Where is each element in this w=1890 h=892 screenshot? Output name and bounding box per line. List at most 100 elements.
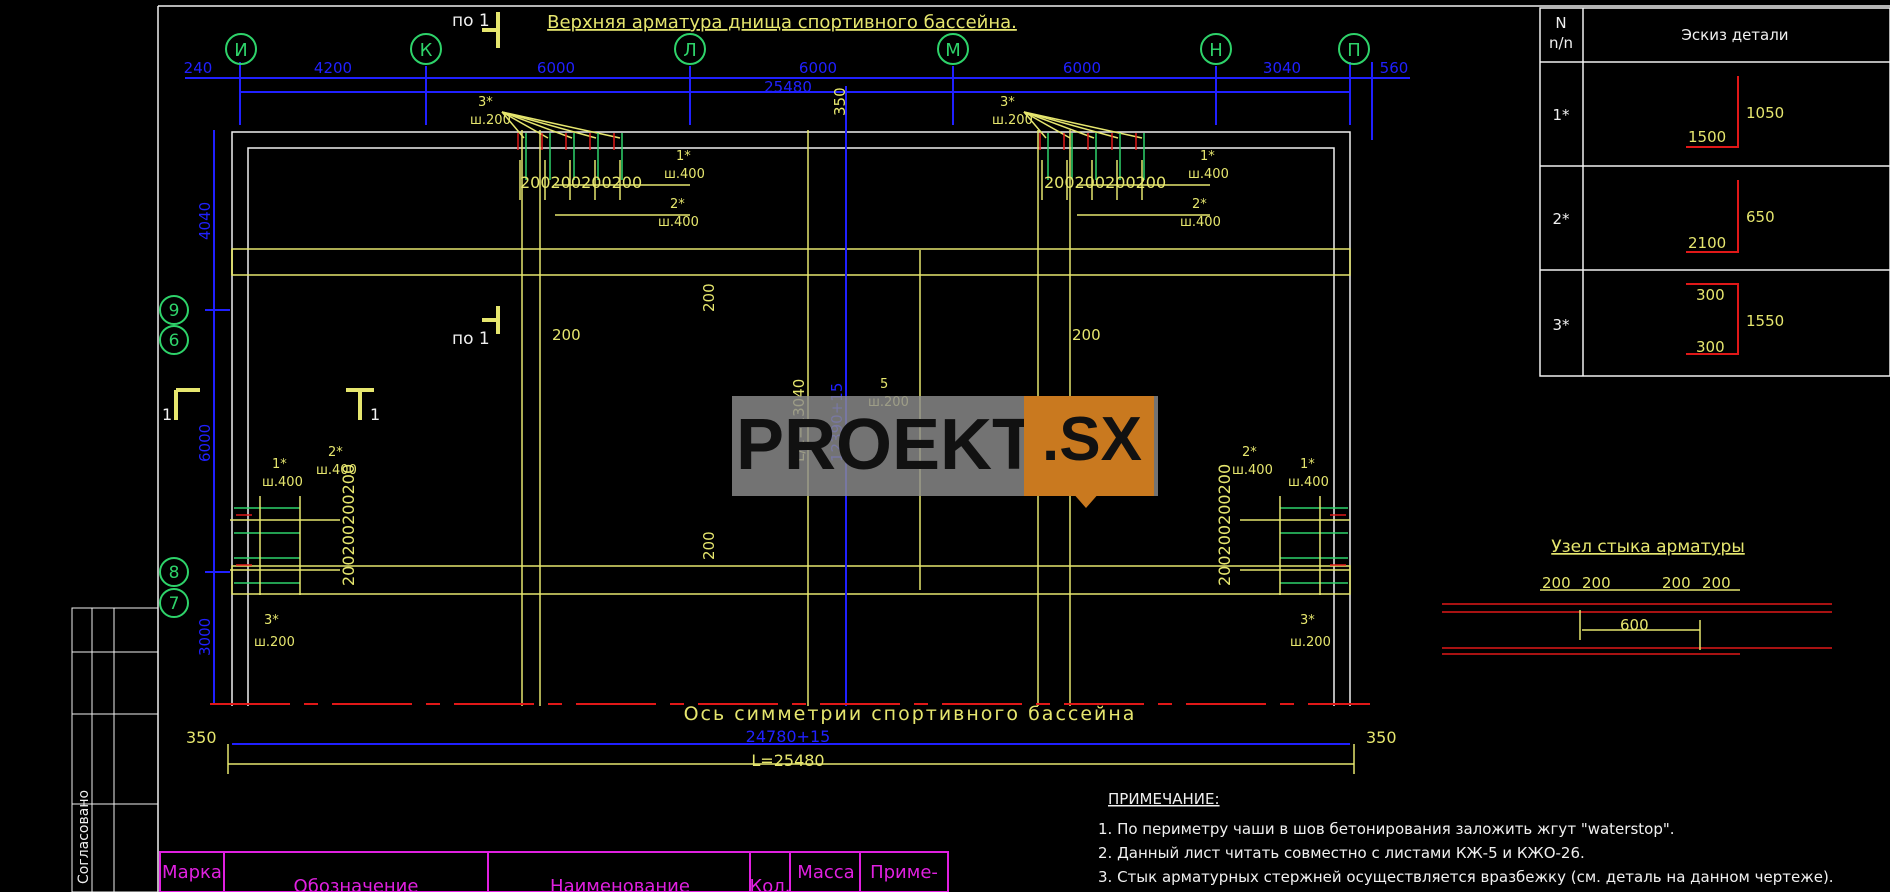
sketch-row-n: 2* [1552, 210, 1570, 228]
rebar-group-right [1240, 496, 1350, 595]
sketch-table-col-sketch: Эскиз детали [1681, 26, 1788, 44]
joint-dim: 200 [1542, 574, 1571, 592]
dim-200-upper: 200 [700, 283, 718, 312]
axis-label-left: 9 [169, 301, 180, 321]
rebar-label-3-top-right: 3* [1000, 95, 1015, 110]
dim-top-6: 3040 [1263, 59, 1301, 77]
joint-dim: 200 [1662, 574, 1691, 592]
stamp-side-label: Согласовано [76, 790, 92, 884]
rebar-group-top-right [1023, 111, 1210, 216]
rebar-label-2-left: 2* [328, 445, 343, 460]
note-item: 3. Стык арматурных стержней осуществляет… [1098, 868, 1834, 886]
sketch-row-dim-a: 300 [1696, 286, 1725, 304]
dim-top-3: 6000 [537, 59, 575, 77]
joint-dim: 200 [1582, 574, 1611, 592]
section-mark-top: по 1 [452, 11, 490, 31]
rebar-label-s200-right: ш.200 [1290, 635, 1331, 650]
joint-lap: 600 [1620, 616, 1649, 634]
watermark: PROEKT .SX [732, 396, 1158, 508]
spec-col-designation: Обозначение [294, 876, 419, 892]
dim-top-4: 6000 [799, 59, 837, 77]
sketch-row-n: 1* [1552, 106, 1570, 124]
dim-bottom-inner: 24780+15 [746, 727, 831, 746]
section-mark-middle: по 1 [452, 329, 490, 349]
dim-total-top: 25480 [764, 78, 812, 96]
sketch-table-col-n2: n/n [1549, 34, 1573, 52]
rebar-label-s400b-right: ш.400 [1288, 475, 1329, 490]
rebar-label-s400b-top-left: ш.400 [658, 215, 699, 230]
dim-top-7: 560 [1380, 59, 1409, 77]
dim-350: 350 [831, 87, 849, 116]
dim-top-5: 6000 [1063, 59, 1101, 77]
axis-label-top: Л [683, 40, 697, 61]
rebar-label-s200-top-right: ш.200 [992, 113, 1033, 128]
rebar-label-1-top-left: 1* [676, 149, 691, 164]
sketch-table-col-n: N [1555, 14, 1566, 32]
rebar-group-left [230, 496, 340, 595]
rebar-group-top-left [501, 111, 690, 216]
dim-left-2: 6000 [196, 424, 214, 462]
sketch-row-dim-b: 1050 [1746, 104, 1784, 122]
basin-outline [231, 131, 1351, 706]
sketch-table [1539, 7, 1890, 377]
dim-top-2: 4200 [314, 59, 352, 77]
spec-col-mark: Марка [162, 862, 222, 883]
axis-label-left: 7 [169, 594, 180, 614]
watermark-text-left: PROEKT [736, 405, 1037, 485]
spec-col-qty: Кол. [749, 876, 790, 892]
joint-dim: 200 [1702, 574, 1731, 592]
rebar-label-3-left: 3* [264, 613, 279, 628]
rebar-label-2-top-right: 2* [1192, 197, 1207, 212]
cut-mark-right: 1 [370, 405, 380, 424]
spacing-column-left: 200200200200 [339, 464, 358, 586]
cut-mark-left: 1 [162, 405, 172, 424]
spec-table-header [159, 851, 949, 892]
axis-label-top: И [234, 40, 247, 61]
sketch-row-n: 3* [1552, 316, 1570, 334]
rebar-label-3-right: 3* [1300, 613, 1315, 628]
axis-label-left: 6 [169, 331, 180, 351]
notes-heading: ПРИМЕЧАНИЕ: [1108, 790, 1220, 808]
dim-200-lower: 200 [700, 531, 718, 560]
rebar-label-s400-top-left: ш.400 [664, 167, 705, 182]
rebar-label-2-top-left: 2* [670, 197, 685, 212]
rebar-label-s200-left: ш.200 [254, 635, 295, 650]
sketch-row-dim-b: 1550 [1746, 312, 1784, 330]
rebar-label-s200-top-left: ш.200 [470, 113, 511, 128]
dim-200-left: 200 [552, 326, 581, 344]
spacing-column-right: 200200200200 [1215, 464, 1234, 586]
watermark-badge-tail [1072, 492, 1100, 508]
axis-label-top: П [1347, 40, 1361, 61]
sketch-row-dim-c: 300 [1696, 338, 1725, 356]
spec-col-name: Наименование [550, 876, 690, 892]
spec-col-note: Приме- [870, 862, 938, 883]
sketch-row-dim-a: 2100 [1688, 234, 1726, 252]
rebar-label-s400b-top-right: ш.400 [1180, 215, 1221, 230]
rebar-label-5: 5 [880, 377, 888, 392]
rebar-label-s400-top-right: ш.400 [1188, 167, 1229, 182]
dim-left-3: 3000 [196, 618, 214, 656]
dim-left-1: 4040 [196, 202, 214, 240]
rebar-label-s400-left: ш.400 [262, 475, 303, 490]
note-item: 1. По периметру чаши в шов бетонирования… [1098, 820, 1675, 838]
watermark-text-right: .SX [1042, 405, 1142, 474]
spec-col-mass: Масса [797, 862, 854, 883]
rebar-label-1-left: 1* [272, 457, 287, 472]
rebar-label-s400-right: ш.400 [1232, 463, 1273, 478]
dim-bottom-left: 350 [186, 728, 217, 747]
approval-stamp [71, 607, 159, 892]
rebar-label-3-top-left: 3* [478, 95, 493, 110]
axis-bubbles-left [159, 295, 189, 618]
drawing-title: Верхняя арматура днища спортивного бассе… [547, 12, 1017, 33]
rebar-label-1-top-right: 1* [1200, 149, 1215, 164]
top-dimension-chain [185, 62, 1410, 140]
joint-detail [1442, 589, 1832, 655]
axis-label-top: М [945, 40, 961, 61]
left-dimension-chain [205, 130, 230, 705]
watermark-badge [1024, 396, 1154, 496]
dim-200-right: 200 [1072, 326, 1101, 344]
rebar-label-2-right: 2* [1242, 445, 1257, 460]
symmetry-axis-label: Ось симметрии спортивного бассейна [684, 703, 1137, 725]
axis-bubbles-top [225, 33, 1370, 65]
